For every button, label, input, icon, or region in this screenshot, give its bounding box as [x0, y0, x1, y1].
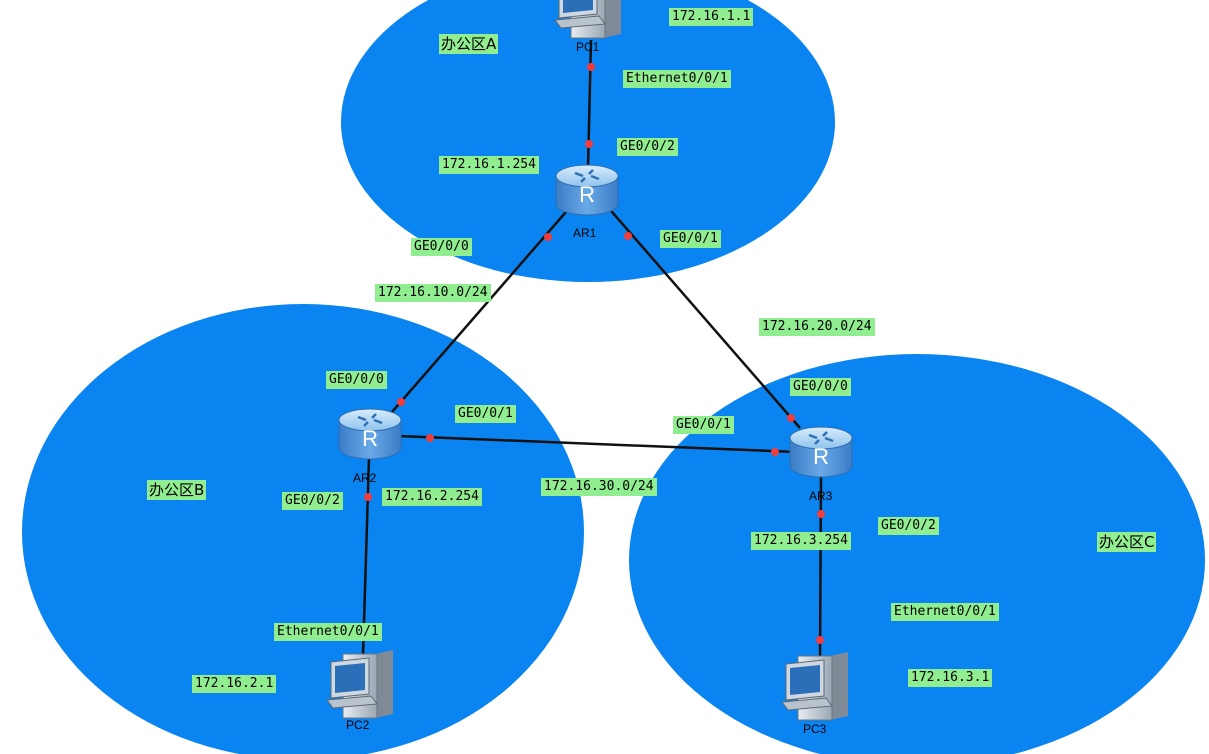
- port-ar3-ge001: [771, 448, 779, 456]
- device-name-ar1: AR1: [573, 226, 597, 240]
- device-name-ar2: AR2: [353, 471, 377, 485]
- zone-label-b: 办公区B: [147, 480, 207, 500]
- label-pc2-ip: 172.16.2.1: [192, 675, 277, 693]
- port-ar2-ge000: [397, 398, 405, 406]
- zone-label-a: 办公区A: [439, 34, 499, 54]
- port-pc3-eth: [816, 636, 824, 644]
- label-pc2-interface: Ethernet0/0/1: [274, 623, 382, 641]
- label-ar3-ge002: GE0/0/2: [878, 517, 939, 535]
- label-ar2-ge000: GE0/0/0: [326, 371, 387, 389]
- link-ar1-ar3: [605, 204, 801, 429]
- zone-label-c: 办公区C: [1097, 532, 1157, 552]
- port-ar2-ge001: [426, 434, 434, 442]
- link-ar2-pc2: [361, 457, 371, 656]
- port-ar2-ge002: [364, 493, 372, 501]
- label-ar1-ge001: GE0/0/1: [660, 230, 721, 248]
- label-net-ar1-ar3: 172.16.20.0/24: [759, 318, 875, 336]
- device-name-pc2: PC2: [346, 718, 370, 732]
- link-ar2-ar3: [397, 434, 797, 454]
- router-icon-ar1[interactable]: [554, 163, 620, 217]
- port-ar1-ge000: [544, 233, 552, 241]
- port-ar1-ge001: [624, 232, 632, 240]
- label-ar3-ge000: GE0/0/0: [790, 378, 851, 396]
- port-pc1-eth: [587, 63, 595, 71]
- label-ar1-ge000: GE0/0/0: [411, 238, 472, 256]
- label-ar1-ge002: GE0/0/2: [617, 138, 678, 156]
- label-pc1-interface: Ethernet0/0/1: [623, 70, 731, 88]
- router-icon-ar3[interactable]: [788, 425, 854, 479]
- port-ar3-ge002: [817, 510, 825, 518]
- label-net-ar1-ar2: 172.16.10.0/24: [375, 284, 491, 302]
- link-ar3-pc3: [818, 473, 823, 661]
- label-ar1-gateway: 172.16.1.254: [439, 156, 539, 174]
- zone-b-area: [22, 304, 584, 754]
- label-pc3-interface: Ethernet0/0/1: [891, 603, 999, 621]
- zone-c-area: [629, 354, 1205, 754]
- label-ar2-ge001: GE0/0/1: [455, 405, 516, 423]
- label-net-ar2-ar3: 172.16.30.0/24: [541, 478, 657, 496]
- label-ar2-gateway: 172.16.2.254: [382, 488, 482, 506]
- device-name-ar3: AR3: [809, 489, 833, 503]
- port-ar3-ge000: [787, 414, 795, 422]
- link-ar1-ar2: [391, 204, 573, 413]
- label-ar3-ge001: GE0/0/1: [673, 416, 734, 434]
- port-ar1-ge002: [585, 140, 593, 148]
- label-pc3-ip: 172.16.3.1: [908, 669, 993, 687]
- router-icon-ar2[interactable]: [337, 407, 403, 461]
- label-ar2-ge002: GE0/0/2: [282, 492, 343, 510]
- device-name-pc3: PC3: [803, 722, 827, 736]
- label-pc1-ip: 172.16.1.1: [669, 8, 754, 26]
- label-ar3-gateway: 172.16.3.254: [751, 532, 851, 550]
- device-name-pc1: PC1: [576, 40, 600, 54]
